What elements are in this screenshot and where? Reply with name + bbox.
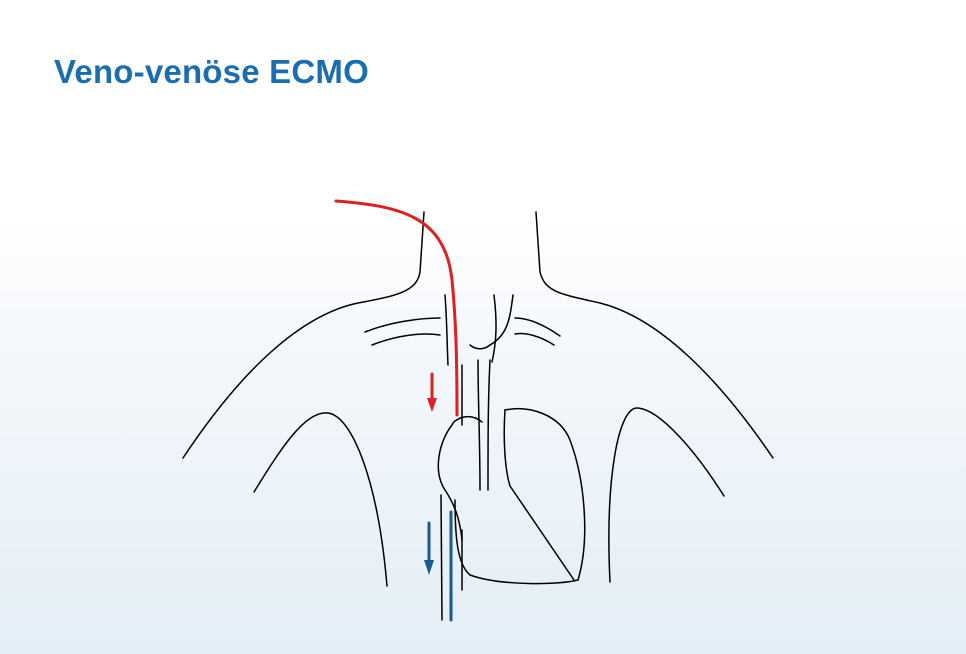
anatomy-outline [183, 212, 773, 620]
left-subclavian-vessel-upper [365, 318, 440, 332]
left-shoulder-outline [183, 212, 424, 458]
aorta-right [488, 360, 490, 490]
carotid-left [492, 295, 496, 362]
left-jugular-outline [445, 295, 448, 365]
right-subclavian-vessel-lower [515, 333, 554, 345]
inferior-vena-cava-left [441, 495, 442, 620]
brachiocephalic-trunk [470, 345, 490, 349]
return-cannula [336, 201, 457, 415]
aorta-left [478, 360, 480, 490]
right-shoulder-outline [536, 212, 773, 458]
left-subclavian-vessel-lower [372, 334, 440, 345]
heart-outline [452, 409, 585, 584]
carotid-right [490, 295, 513, 345]
right-arm-outline [609, 408, 724, 582]
heart-septum [504, 410, 574, 580]
left-arm-outline [254, 413, 387, 586]
return-flow-arrow [427, 374, 437, 412]
drainage-flow-arrow [424, 523, 434, 575]
